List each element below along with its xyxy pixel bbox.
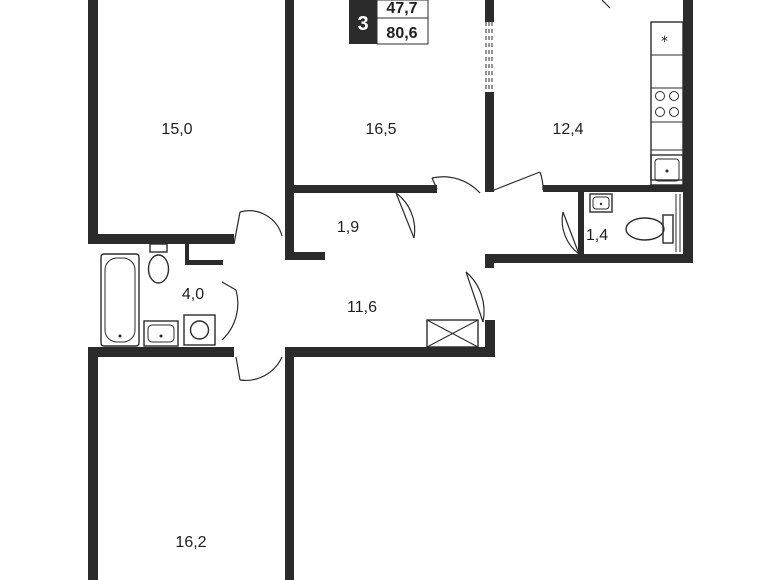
walls xyxy=(88,0,693,580)
ventilation-shaft-icon xyxy=(426,319,479,348)
apartment-badge: 3 47,7 80,6 xyxy=(349,0,429,45)
interior-window xyxy=(485,22,493,92)
room-area-kitchen: 12,4 xyxy=(552,121,583,138)
stove-icon xyxy=(655,91,679,117)
doors xyxy=(221,0,611,381)
room-area-bedroom-bottom: 16,2 xyxy=(175,534,206,551)
kitchen-counter xyxy=(650,21,684,181)
room-area-bedroom-top-left: 15,0 xyxy=(161,121,192,138)
sink-icon xyxy=(143,320,179,347)
svg-text:*: * xyxy=(661,34,668,50)
bathtub-icon xyxy=(100,253,140,347)
living-area-label: 47,7 xyxy=(386,0,417,17)
toilet-room-sink-icon xyxy=(589,193,613,213)
room-count-label: 3 xyxy=(357,13,368,35)
kitchen-sink-icon xyxy=(650,154,684,186)
fridge-icon: * xyxy=(661,34,668,50)
toilet-icon xyxy=(147,243,170,284)
washing-machine-icon xyxy=(183,314,216,346)
toilet-room-toilet-icon xyxy=(625,214,674,244)
total-area-label: 80,6 xyxy=(386,25,417,42)
room-area-toilet: 1,4 xyxy=(586,227,608,244)
room-area-hall: 11,6 xyxy=(347,299,377,316)
room-area-closet: 1,9 xyxy=(337,219,359,236)
toilet-room-wall-panel xyxy=(675,194,681,252)
room-area-bedroom-top-middle: 16,5 xyxy=(365,121,396,138)
room-area-bathroom: 4,0 xyxy=(182,286,204,303)
